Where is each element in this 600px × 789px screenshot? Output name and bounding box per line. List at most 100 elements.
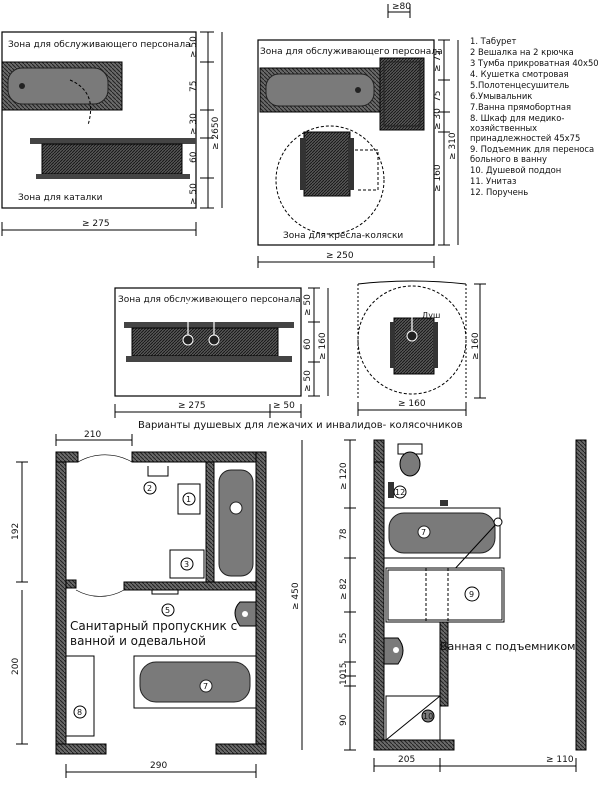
d1-dim-width: ≥ 275 <box>82 219 110 229</box>
legend-item: 2 Вешалка на 2 крючка <box>470 47 574 57</box>
shower-head-icon <box>182 300 220 346</box>
d2-dim-width: ≥ 250 <box>326 251 354 261</box>
plan-right-dim-6: 15 <box>339 663 349 674</box>
d2-dim-4: ≥ 160 <box>433 164 443 192</box>
marker-2 <box>143 481 157 495</box>
legend-item: 5.Полотенцесушитель <box>470 80 569 90</box>
d1-zone-staff-label: Зона для обслуживающего персонала <box>8 40 191 50</box>
marker-9-label: 9 <box>469 590 474 599</box>
wheelchair-icon <box>300 131 354 197</box>
plan-right-title: Ванная с подъемником <box>440 640 575 653</box>
d3-dim-total: ≥ 160 <box>318 332 328 360</box>
legend-item: 4. Кушетка смотровая <box>470 69 569 79</box>
gurney-icon <box>30 138 196 179</box>
d2-zone-wheelchair-label: Зона для кресла-коляски <box>283 231 403 241</box>
d1-dim-5: ≥ 50 <box>189 183 199 205</box>
d4-dim-height: ≥ 160 <box>471 332 481 360</box>
plan-right-dim-bottom: 205 <box>398 755 415 765</box>
plan-left-dim-bottom: 290 <box>150 761 167 771</box>
marker-8-label: 8 <box>77 708 82 717</box>
d3-dim-1: ≥ 50 <box>303 294 313 316</box>
diagram-bathtub-gurney: Зона для обслуживающего персонала Зона д… <box>1 31 223 236</box>
towel-dryer-icon <box>151 589 179 595</box>
d2-dim-3: ≥ 30 <box>433 108 443 130</box>
d1-dim-2: 75 <box>189 81 199 92</box>
marker-12-label: 12 <box>395 488 405 497</box>
legend-item: 7.Ванна прямобортная <box>470 102 571 112</box>
diagram-bathtub-wheelchair: Зона для обслуживающего персонала Зона д… <box>257 2 459 268</box>
legend: 1. Табурет 2 Вешалка на 2 крючка 3 Тумба… <box>470 36 599 197</box>
plan-sanitary-checkpoint: 2 1 3 5 Санитарный пропускник с ванной и… <box>11 430 267 778</box>
plan-right-dim-edge: ≥ 110 <box>546 755 574 765</box>
plan-left-dim-top: 210 <box>84 430 101 440</box>
d1-dim-3: ≥ 30 <box>189 113 199 135</box>
plan-left-dim-upper: 192 <box>11 523 21 540</box>
wheelchair-icon <box>379 57 425 131</box>
diagram-gurney-shower: Зона для обслуживающего персонала ≥ 50 6… <box>114 287 329 418</box>
shower-head-icon <box>406 288 418 342</box>
cabinet-icon <box>65 655 95 737</box>
d3-dim-width: ≥ 275 <box>178 401 206 411</box>
marker-1-label: 1 <box>186 495 191 504</box>
d4-shower-label: Душ <box>422 311 440 320</box>
marker-2-label: 2 <box>147 484 152 493</box>
marker-10-label: 10 <box>423 712 433 721</box>
marker-7r-label: 7 <box>421 528 426 537</box>
bathtub-icon <box>133 655 257 709</box>
legend-item: 11. Унитаз <box>470 176 516 186</box>
legend-item: принадлежностей 45х75 <box>470 133 580 143</box>
toilet-icon <box>397 443 423 477</box>
marker-5-label: 5 <box>165 606 170 615</box>
wheelchair-icon <box>390 317 438 375</box>
d2-dim-1: ≥ 75 <box>433 50 443 72</box>
plan-left-title-1: Санитарный пропускник с <box>70 619 237 633</box>
marker-7-label: 7 <box>203 682 208 691</box>
d3-dim-2: 60 <box>303 338 313 350</box>
legend-item: 8. Шкаф для медико- <box>470 113 564 123</box>
plan-right-dim-1: ≥ 120 <box>339 462 349 490</box>
legend-item: 6.Умывальник <box>470 91 532 101</box>
bathtub-icon <box>383 507 501 559</box>
d2-dim-2: 75 <box>433 91 443 102</box>
coat-hook-icon <box>147 466 169 477</box>
legend-item: 10. Душевой поддон <box>470 165 561 175</box>
d1-dim-1: ≥ 50 <box>189 36 199 58</box>
marker-3-label: 3 <box>184 560 189 569</box>
d1-dim-4: 60 <box>189 151 199 163</box>
d3-dim-edge: ≥ 50 <box>273 401 295 411</box>
bathtub-icon <box>213 461 257 583</box>
shower-tray-icon <box>385 695 441 741</box>
d4-dim-width: ≥ 160 <box>398 399 426 409</box>
sink-icon <box>234 601 257 627</box>
plan-left-dim-lower: 200 <box>11 658 21 675</box>
d2-zone-staff-label: Зона для обслуживающего персонала <box>260 47 443 57</box>
d1-zone-gurney-label: Зона для каталки <box>18 193 103 203</box>
legend-item: 9. Подъемник для переноса <box>470 144 594 154</box>
variants-caption: Варианты душевых для лежачих и инвалидов… <box>138 420 463 431</box>
grab-bar-icon <box>388 482 394 498</box>
gurney-icon <box>124 322 294 362</box>
bathtub-icon <box>259 67 381 113</box>
bathtub-icon <box>1 61 123 111</box>
diagram-wheelchair-shower: Душ ≥ 160 ≥ 160 <box>357 280 486 416</box>
legend-item: 3 Тумба прикроватная 40х50 <box>470 58 599 68</box>
plan-right-dim-8: 90 <box>339 714 349 726</box>
legend-item: хозяйственных <box>470 123 537 133</box>
sink-icon <box>383 637 404 665</box>
d3-zone-staff-label: Зона для обслуживающего персонала <box>118 295 301 305</box>
d2-dim-top: ≥80 <box>392 2 411 12</box>
d2-dim-total: ≥ 310 <box>448 132 458 160</box>
plan-right-dim-2: 78 <box>339 528 349 540</box>
plan-bathroom-with-lift: 12 7 9 Ванная с подъемником <box>291 439 587 772</box>
plan-right-dim-5: 55 <box>339 633 349 644</box>
plan-left-title-2: ванной и одевальной <box>70 634 206 648</box>
plan-right-dim-7: 10 <box>339 673 349 685</box>
plan-right-dim-3: ≥ 82 <box>339 578 349 600</box>
plan-right-dim-total: ≥ 450 <box>291 582 301 610</box>
d3-dim-3: ≥ 50 <box>303 370 313 392</box>
legend-item: 1. Табурет <box>470 36 516 46</box>
legend-item: 12. Поручень <box>470 187 528 197</box>
patient-lift-icon <box>385 567 505 623</box>
legend-item: больного в ванну <box>470 154 547 164</box>
